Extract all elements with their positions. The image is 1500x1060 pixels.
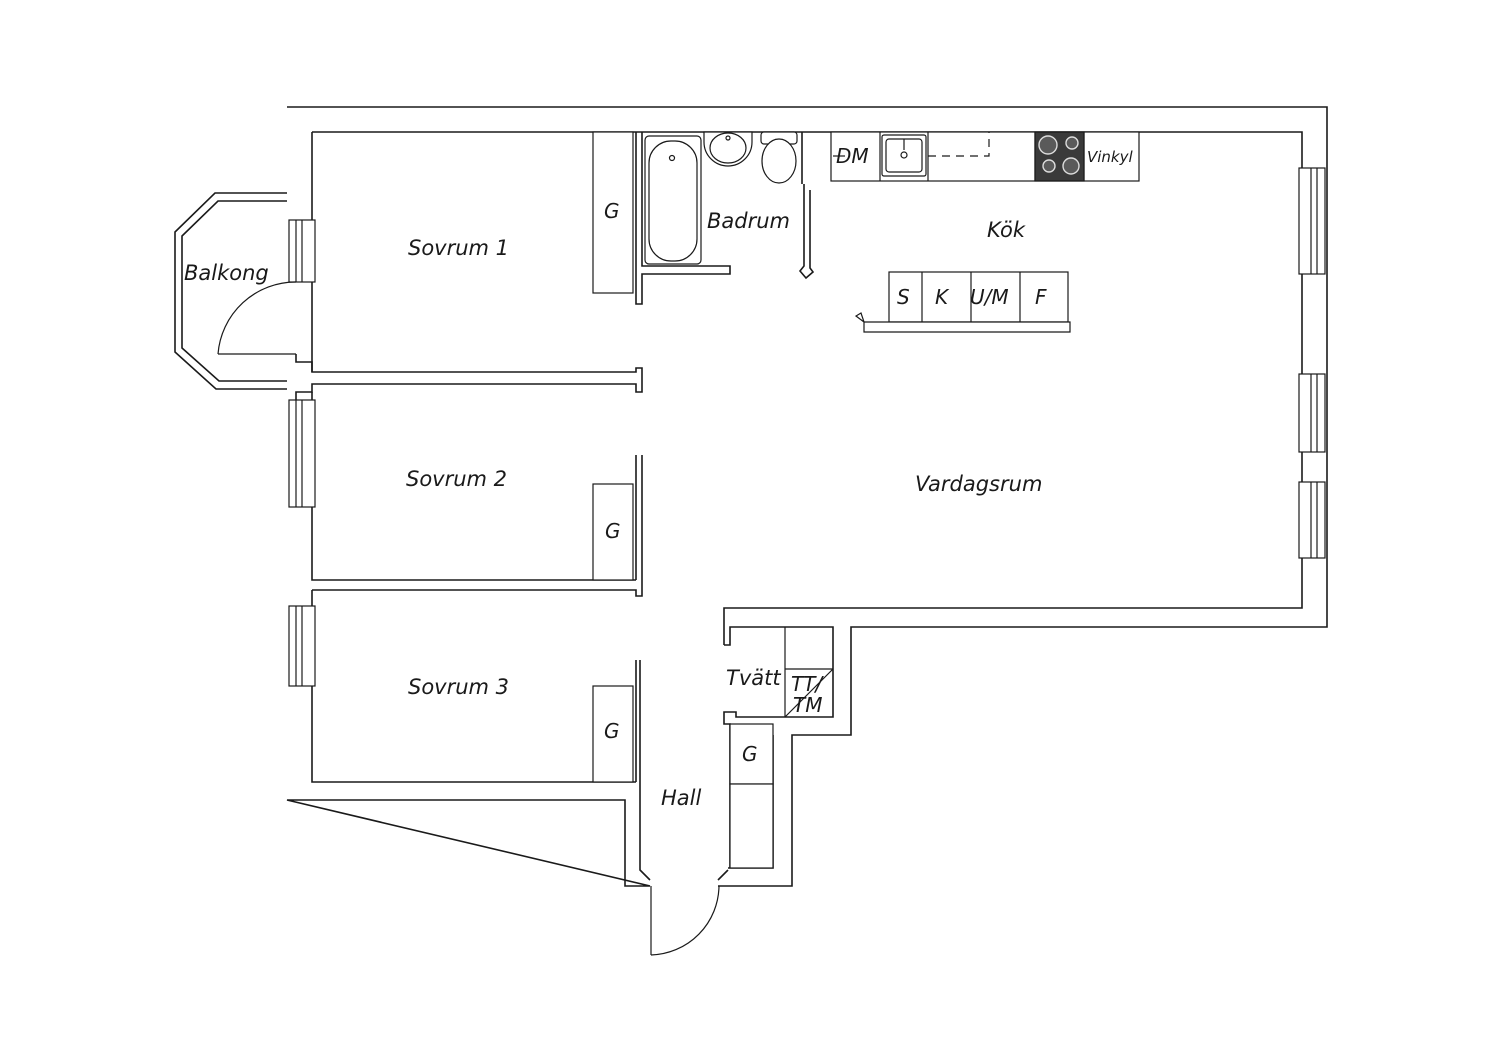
room-label-bedroom-3: Sovrum 3 [408,675,509,699]
room-label-laundry: Tvätt [726,666,781,690]
fridge-label: Vinkyl [1087,148,1133,166]
island-label-um: U/M [970,285,1009,309]
wardrobe-label-hall: G [742,742,758,766]
island-label-f: F [1035,285,1047,309]
bedroom1-fixtures [592,131,731,305]
island-label-k: K [935,285,950,309]
bedroom2-fixtures [312,455,643,597]
island-label-s: S [897,285,910,309]
room-label-kitchen: Kök [987,218,1026,242]
wardrobe-label-bedroom-1: G [604,199,620,223]
room-label-bathroom: Badrum [707,209,790,233]
room-label-living: Vardagsrum [915,472,1042,496]
kitchen-fixtures [830,131,1140,333]
room-label-balcony: Balkong [184,261,269,285]
dishwasher-label: DM [836,144,869,168]
windows [288,167,1326,687]
balcony [174,192,643,400]
entrance-door [650,885,720,956]
wardrobe-label-bedroom-3: G [604,719,620,743]
outer-walls [286,106,1328,887]
wardrobe-label-bedroom-2: G [605,519,621,543]
dryer-label-line-1: TT/ [791,672,824,696]
room-label-bedroom-2: Sovrum 2 [406,467,507,491]
dryer-label-line-2: TM [793,693,822,717]
room-label-hall: Hall [661,786,701,810]
bedroom3-fixtures [592,660,637,783]
room-label-bedroom-1: Sovrum 1 [408,236,509,260]
laundry-fixtures [723,626,834,869]
bathroom-fixtures [644,131,815,280]
